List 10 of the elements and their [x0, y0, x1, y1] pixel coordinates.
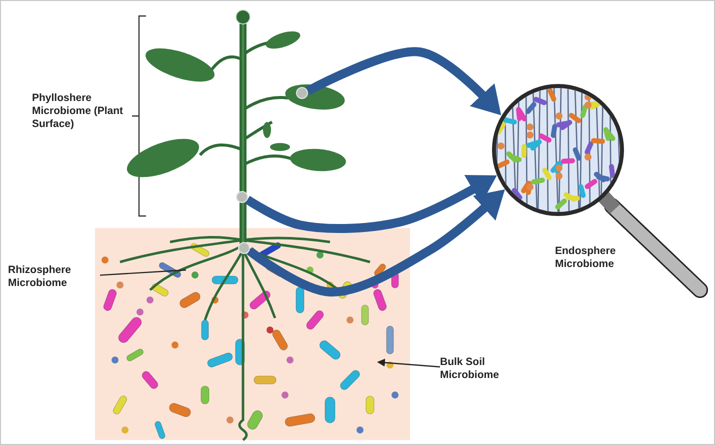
sample-spot — [236, 191, 248, 203]
region-label: Bulk Soil Microbiome — [440, 356, 520, 384]
leader-line — [100, 269, 186, 276]
leader-arrow — [377, 358, 440, 368]
region-label: Endosphere Microbiome — [555, 245, 635, 273]
curved-arrow — [246, 189, 505, 296]
curved-arrow — [306, 47, 502, 116]
curved-arrow — [244, 175, 497, 233]
region-label: Phylloshere Microbiome (Plant Surface) — [32, 92, 132, 134]
region-label: Rhizosphere Microbiome — [8, 264, 100, 292]
